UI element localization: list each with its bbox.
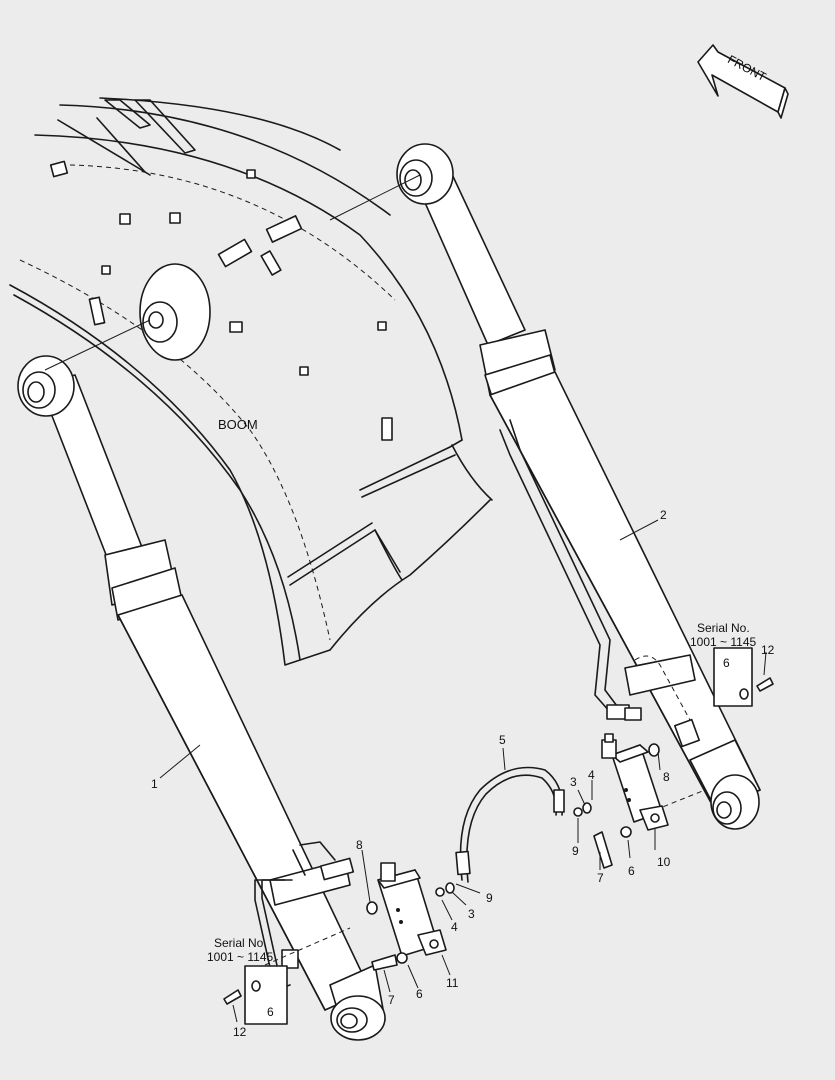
callout-7-left: 7: [388, 993, 395, 1007]
callout-2: 2: [660, 508, 667, 522]
serial-box-right: [713, 647, 774, 707]
callout-1: 1: [151, 777, 158, 791]
callout-6-right-box: 6: [723, 656, 730, 670]
callout-5: 5: [499, 733, 506, 747]
callout-12-right: 12: [761, 643, 775, 657]
leader-lines: [159, 519, 767, 1023]
boom-cylinder-right: [396, 143, 761, 830]
serial-label-left-line1: Serial No.: [214, 936, 267, 950]
callout-4-left: 4: [451, 920, 458, 934]
boom-cylinder-left: [17, 174, 421, 1041]
callout-3-left: 3: [468, 907, 475, 921]
callout-12-left: 12: [233, 1025, 247, 1039]
serial-label-right-line2: 1001 ~ 1145: [690, 635, 757, 649]
callout-8-right: 8: [663, 770, 670, 784]
hose-assembly: [455, 766, 565, 883]
callout-6-right: 6: [628, 864, 635, 878]
front-arrow-icon: [697, 44, 789, 119]
callout-3-right: 3: [570, 775, 577, 789]
callout-7-right: 7: [597, 871, 604, 885]
callout-11: 11: [446, 976, 459, 990]
boom-label: BOOM: [218, 417, 258, 432]
callout-6-left-box: 6: [267, 1005, 274, 1019]
callout-4-right: 4: [588, 768, 595, 782]
serial-label-right-line1: Serial No.: [697, 621, 750, 635]
boom-structure: [9, 97, 493, 666]
serial-label-left-line2: 1001 ~ 1145: [207, 950, 274, 964]
holding-valve-right: [573, 733, 669, 869]
callout-6-left: 6: [416, 987, 423, 1001]
holding-valve-left: [366, 862, 455, 971]
callout-9-left: 9: [486, 891, 493, 905]
callout-10: 10: [657, 855, 671, 869]
serial-box-left: [223, 965, 288, 1025]
callout-9-right: 9: [572, 844, 579, 858]
callout-8-left: 8: [356, 838, 363, 852]
